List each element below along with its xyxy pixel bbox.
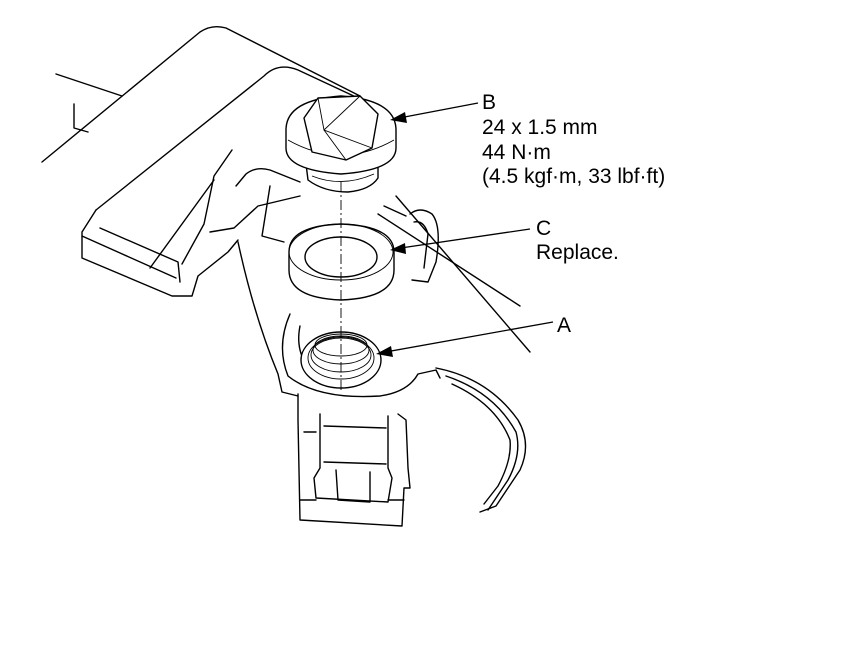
callout-b-letter: B: [482, 91, 497, 114]
callout-b-torque-alt: (4.5 kgf·m, 33 lbf·ft): [482, 165, 666, 188]
leader-lines: [376, 102, 554, 357]
callout-c-letter: C: [536, 217, 552, 240]
transmission-case: [41, 25, 531, 527]
callout-c-note: Replace.: [536, 241, 619, 264]
sealing-washer: [288, 223, 395, 301]
callout-b-size: 24 x 1.5 mm: [482, 116, 598, 139]
callout-b-torque: 44 N·m: [482, 141, 551, 164]
drain-bolt: [285, 95, 397, 193]
callout-a-letter: A: [557, 314, 572, 337]
